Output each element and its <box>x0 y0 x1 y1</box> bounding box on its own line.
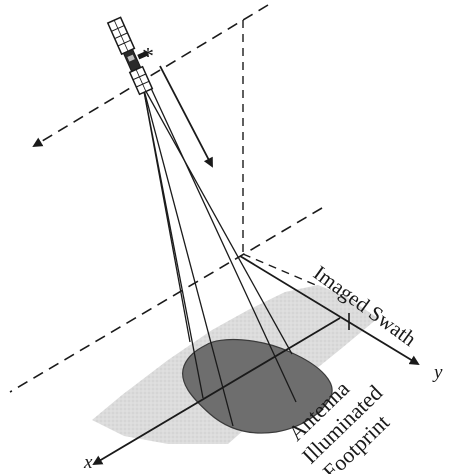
x-axis-line <box>92 317 341 466</box>
y-axis-line <box>239 255 420 366</box>
ground-track-dashed-lower <box>9 207 323 393</box>
x-axis-label: x <box>83 452 93 473</box>
radar-beam-lines <box>142 85 297 427</box>
beam-line-near-inner <box>142 85 204 399</box>
antenna-footprint-shape <box>182 338 333 434</box>
velocity-arrow <box>159 65 213 168</box>
beam-line-far-right <box>142 85 234 427</box>
flight-track-dashed-upper <box>32 4 269 148</box>
beam-line-outer <box>149 85 297 403</box>
beam-line-far-inner <box>142 85 293 355</box>
satellite-icon <box>106 16 154 96</box>
y-axis-label: y <box>432 362 443 383</box>
nadir-marker: * <box>142 44 154 70</box>
